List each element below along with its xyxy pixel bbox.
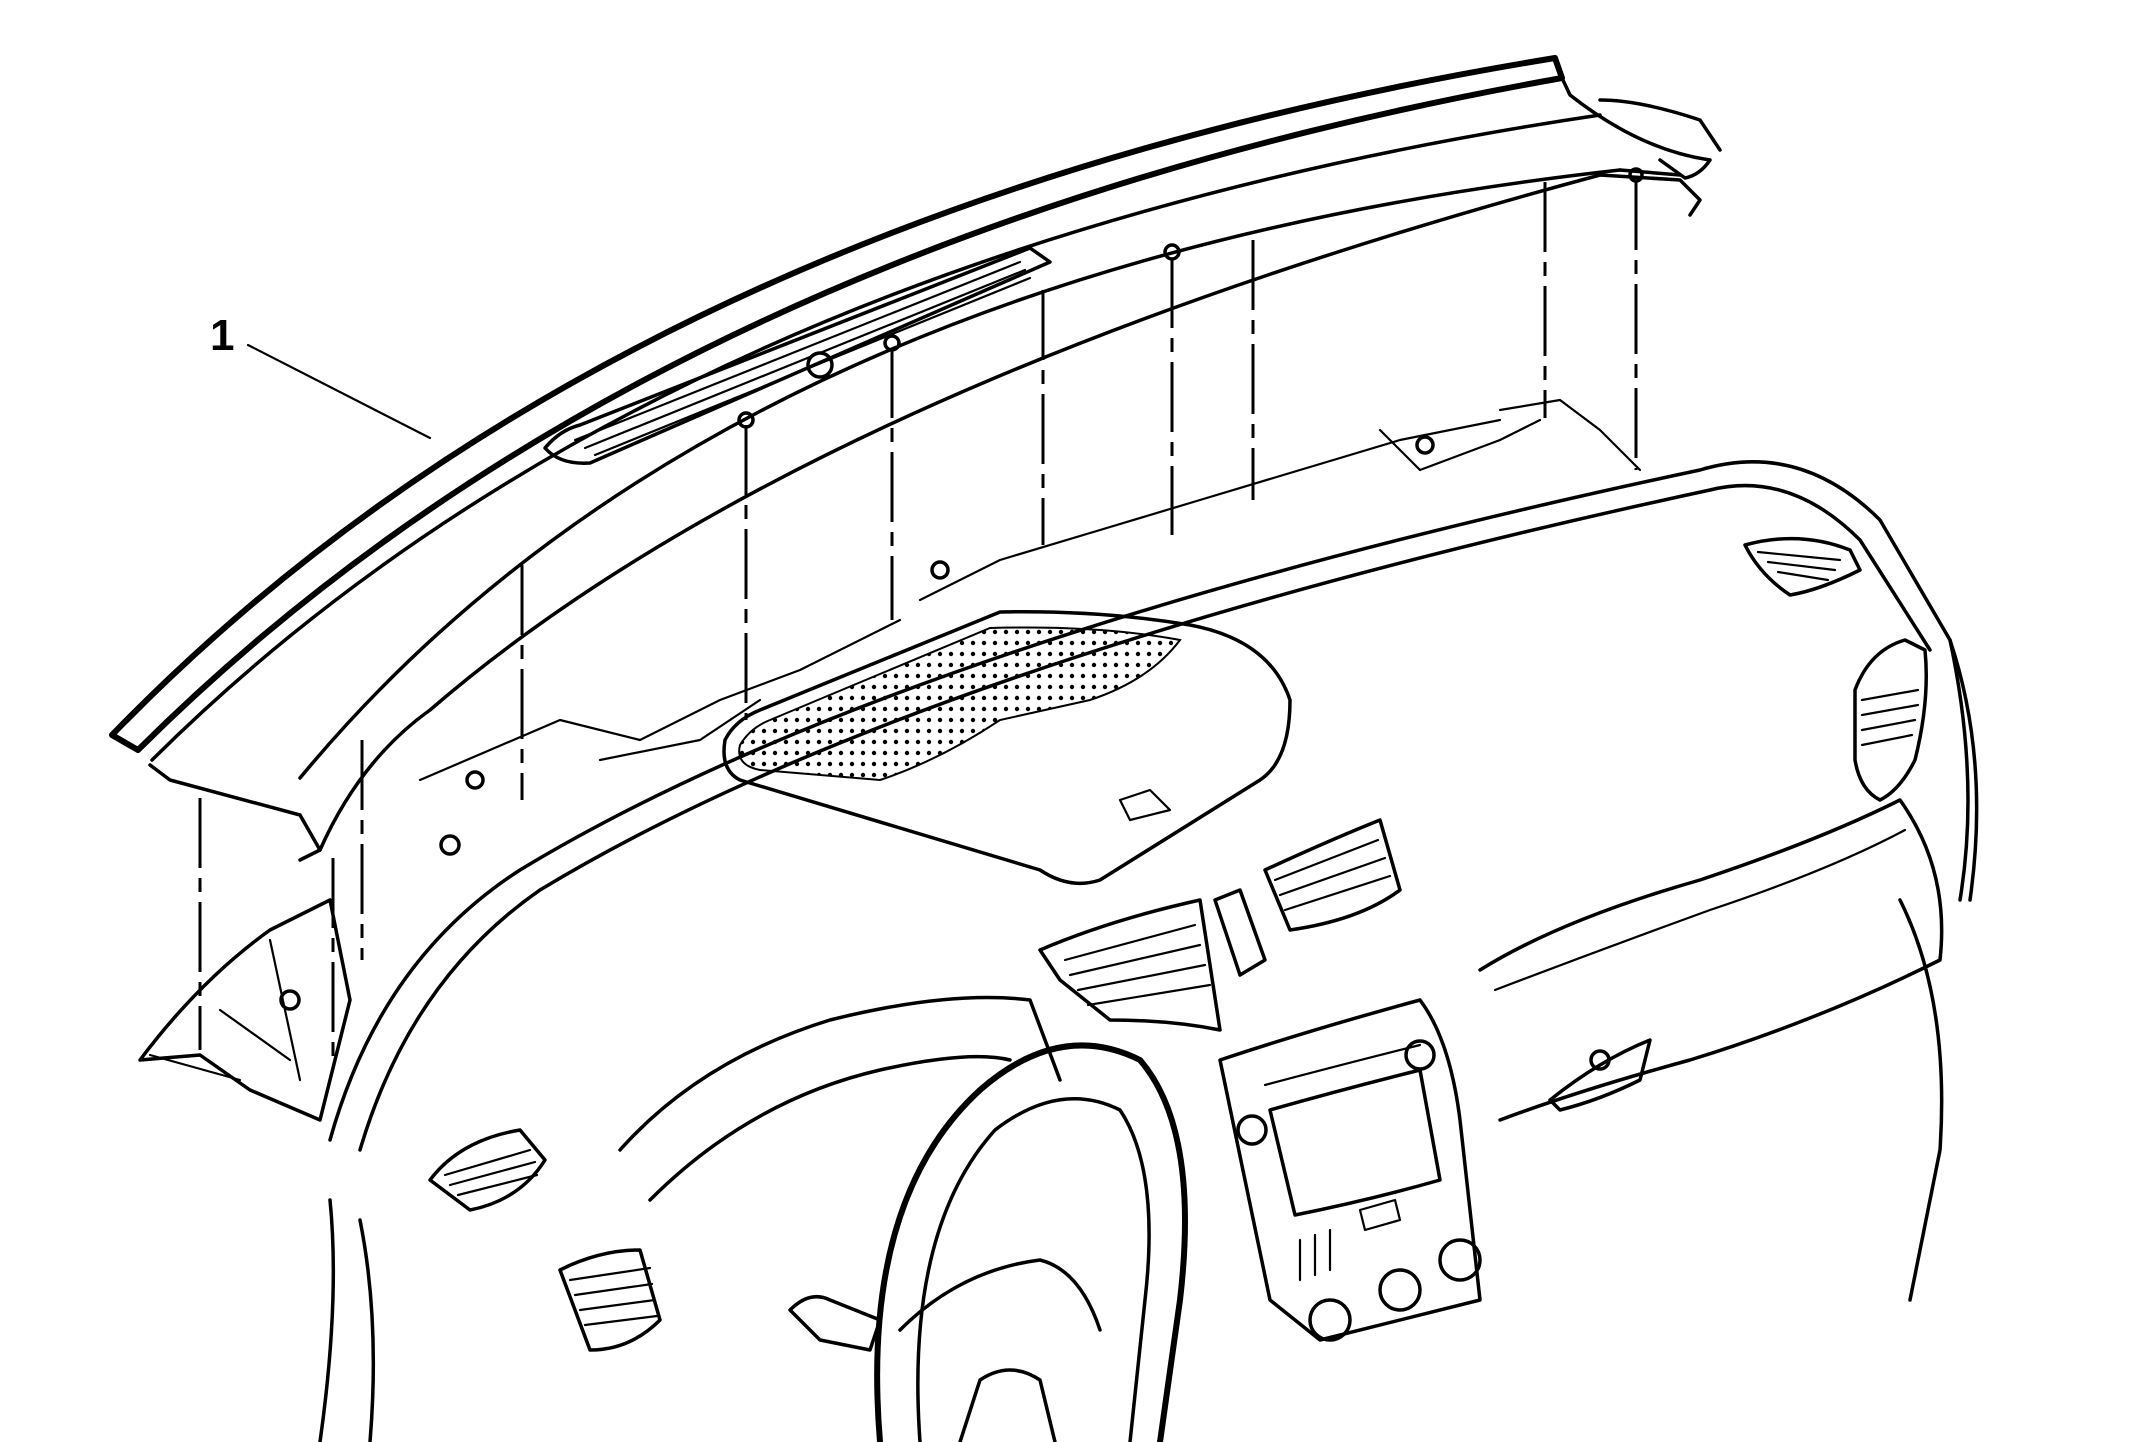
instrument-panel bbox=[138, 398, 1979, 1442]
upper-trim-pad bbox=[109, 55, 1722, 862]
callout-1-label: 1 bbox=[210, 311, 234, 360]
retainer-clips bbox=[737, 167, 1644, 429]
callout-1: 1 bbox=[210, 311, 432, 440]
callout-1-leader bbox=[246, 343, 432, 440]
alignment-lines bbox=[198, 180, 1638, 1060]
